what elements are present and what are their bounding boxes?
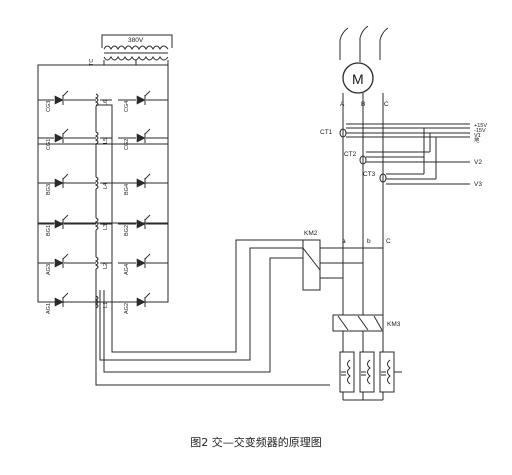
output-label-v2: V2 xyxy=(474,159,482,166)
reactor-coil-2 xyxy=(96,177,98,189)
phase-lines xyxy=(343,93,383,315)
thyristor-label-right-2: BG4 xyxy=(124,184,130,195)
km3-contactor xyxy=(333,315,383,331)
reactor-label-3: L3 xyxy=(103,224,109,230)
thyristor-right-2 xyxy=(136,174,150,188)
ct-coils xyxy=(339,128,387,183)
reactor-coil-4 xyxy=(96,257,98,269)
reactor-label-2: L4 xyxy=(103,183,109,189)
phase-label-c: C xyxy=(384,101,389,108)
figure-caption: 图2 交—交变频器的原理图 xyxy=(190,436,322,449)
thyristor-label-right-1: CG2 xyxy=(124,139,130,150)
thyristor-right-1 xyxy=(136,129,150,143)
motor-circle xyxy=(343,63,373,93)
power-label-gnd: 地 xyxy=(474,136,480,144)
reactor-label-5: L1 xyxy=(103,302,109,308)
km2-contactor xyxy=(303,240,320,290)
thyristor-left-4 xyxy=(54,254,68,268)
power-label-v1: V1 xyxy=(474,133,481,139)
lower-phase-a: a xyxy=(342,238,346,245)
reactor-coil-1 xyxy=(96,132,98,144)
ct-bus-lines xyxy=(346,124,470,184)
reactor-label-4: L2 xyxy=(103,263,109,269)
thyristor-right-0 xyxy=(136,91,150,105)
motor-feed-lines xyxy=(340,26,388,62)
thyristor-label-left-5: AG1 xyxy=(46,303,52,314)
reactor-coil-5 xyxy=(96,296,98,308)
thyristor-right-3 xyxy=(136,215,150,229)
output-leads xyxy=(96,105,330,385)
km2-label: KM2 xyxy=(304,230,318,237)
thyristor-left-2 xyxy=(54,174,68,188)
thyristor-label-right-4: AG4 xyxy=(124,264,130,275)
load-networks xyxy=(340,331,402,400)
thyristor-right-5 xyxy=(136,293,150,307)
power-label-m15: -15V xyxy=(474,128,486,134)
thyristor-label-right-3: BG2 xyxy=(124,225,130,236)
lower-phase-b: b xyxy=(367,238,371,245)
ct3-label: CT3 xyxy=(363,171,376,178)
thyristor-label-left-3: BG1 xyxy=(46,225,52,236)
reactor-label-1: L5 xyxy=(103,138,109,144)
thyristor-label-right-5: AG2 xyxy=(124,303,130,314)
transformer-tag: TC xyxy=(89,59,95,66)
thyristor-label-left-4: AG3 xyxy=(46,264,52,275)
thyristor-right-4 xyxy=(136,254,150,268)
motor-symbol: M xyxy=(352,71,364,87)
thyristor-left-3 xyxy=(54,215,68,229)
transformer-tc xyxy=(102,35,172,65)
thyristor-left-0 xyxy=(54,91,68,105)
ct1-label: CT1 xyxy=(320,129,333,136)
power-label-p15: +15V xyxy=(474,123,487,129)
km3-label: KM3 xyxy=(387,321,401,328)
transformer-voltage: 380V xyxy=(128,37,144,44)
reactor-coil-0 xyxy=(96,94,98,106)
ct2-label: CT2 xyxy=(344,151,357,158)
reactor-label-0: L6 xyxy=(103,100,109,106)
thyristor-label-left-2: BG3 xyxy=(46,184,52,195)
thyristor-left-1 xyxy=(54,129,68,143)
thyristor-label-left-1: CG1 xyxy=(46,139,52,150)
thyristor-left-5 xyxy=(54,293,68,307)
thyristor-label-right-0: CG4 xyxy=(124,101,130,112)
reactor-coil-3 xyxy=(96,218,98,230)
output-label-v3: V3 xyxy=(474,181,482,188)
km2-links xyxy=(320,248,383,278)
lower-phase-c: C xyxy=(386,238,391,245)
thyristor-label-left-0: CG3 xyxy=(46,101,52,112)
